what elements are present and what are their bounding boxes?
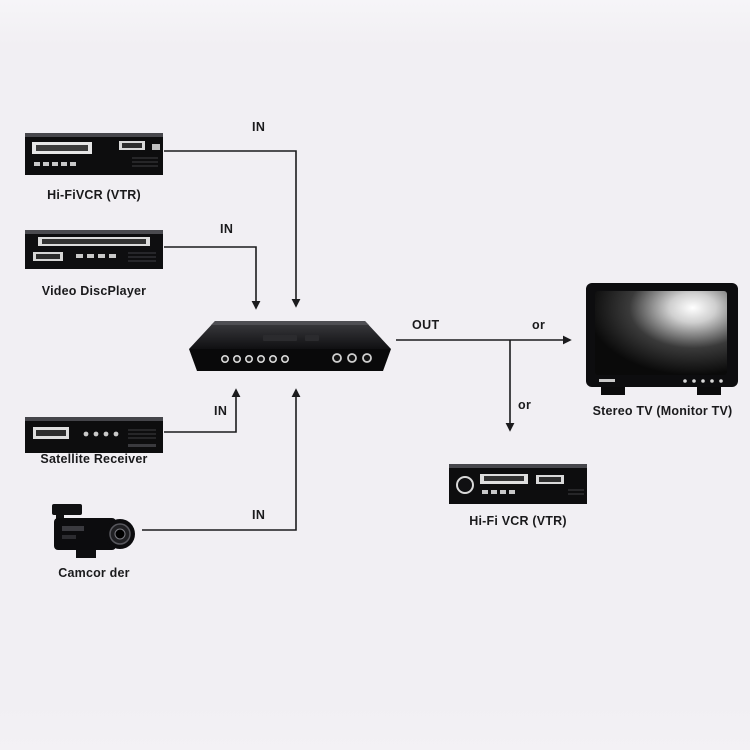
tv-icon <box>586 283 738 395</box>
out-label: OUT <box>412 318 440 332</box>
wire-camcorder-in <box>142 388 301 531</box>
or-label-vcr: or <box>518 398 532 412</box>
hifi-vcr-bottom-illustration <box>448 460 588 508</box>
in-label-vcr-top: IN <box>252 120 266 134</box>
satellite-receiver-label: Satellite Receiver <box>40 452 148 466</box>
av-switch-icon <box>189 321 391 371</box>
hifi-vcr-top-label: Hi-FiVCR (VTR) <box>47 188 141 202</box>
video-disc-player-illustration <box>24 226 164 274</box>
wire-vcr-top-in <box>164 150 301 308</box>
in-label-satellite: IN <box>214 404 228 418</box>
satellite-receiver-illustration <box>24 412 164 458</box>
or-label-tv: or <box>532 318 546 332</box>
camcorder-label: Camcor der <box>58 566 130 580</box>
in-label-camcorder: IN <box>252 508 266 522</box>
vcr-icon <box>449 464 587 504</box>
camcorder-icon <box>52 504 135 558</box>
video-disc-player-label: Video DiscPlayer <box>41 284 147 298</box>
wire-satellite-in <box>164 388 241 433</box>
hifi-vcr-top-illustration <box>24 128 164 180</box>
wire-disc-player-in <box>164 246 261 310</box>
stereo-tv-label: Stereo TV (Monitor TV) <box>592 404 733 418</box>
vcr-icon <box>25 133 163 175</box>
disc-player-icon <box>25 230 163 269</box>
hifi-vcr-bottom-label: Hi-Fi VCR (VTR) <box>469 514 567 528</box>
stereo-tv-illustration <box>585 282 740 397</box>
camcorder-illustration <box>50 500 140 562</box>
satellite-receiver-icon <box>25 417 163 453</box>
av-selector-switch-illustration <box>185 305 395 383</box>
in-label-disc-player: IN <box>220 222 234 236</box>
